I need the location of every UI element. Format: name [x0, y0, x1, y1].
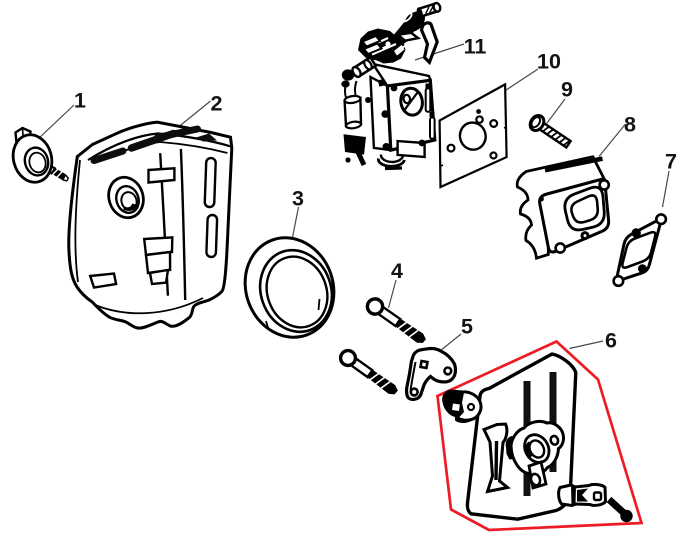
svg-text:7: 7 [665, 150, 677, 174]
svg-text:6: 6 [605, 329, 617, 353]
svg-text:5: 5 [461, 315, 473, 339]
svg-text:4: 4 [391, 259, 403, 283]
svg-text:3: 3 [292, 187, 304, 211]
svg-text:1: 1 [74, 89, 86, 113]
svg-text:8: 8 [624, 113, 636, 137]
svg-text:11: 11 [464, 35, 487, 59]
svg-text:10: 10 [537, 50, 561, 74]
svg-text:9: 9 [561, 78, 573, 102]
svg-text:2: 2 [211, 92, 223, 116]
